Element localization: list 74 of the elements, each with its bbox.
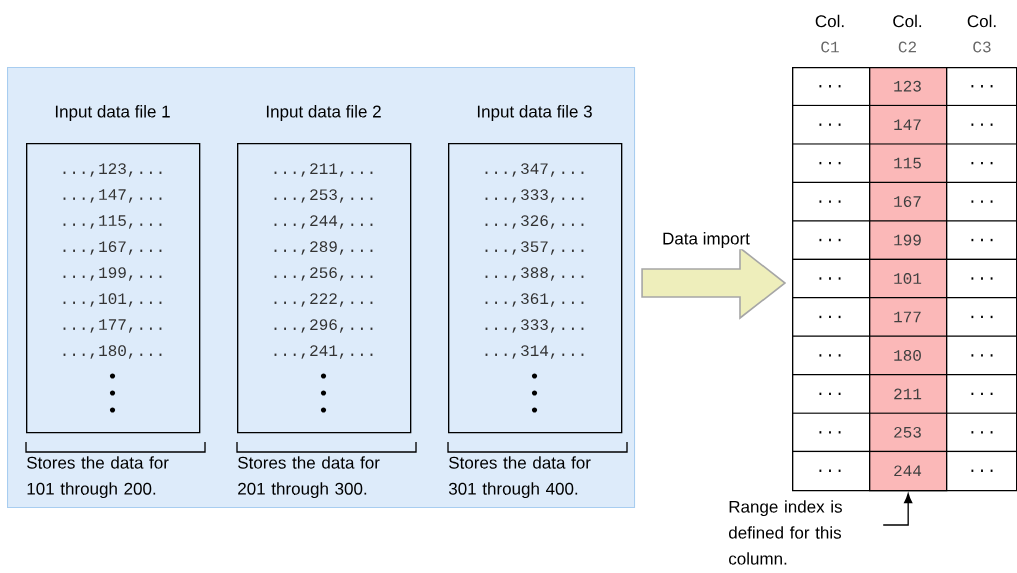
file-title: Input data file 1 (55, 105, 170, 121)
data-line: ...,361,... (485, 293, 584, 307)
table-cell: ... (819, 277, 841, 280)
data-line: ...,256,... (274, 267, 373, 281)
cell-value: 101 (894, 273, 922, 284)
data-line: ...,241,... (274, 345, 373, 359)
table-cell: ... (819, 123, 841, 126)
data-line: ...,222,... (274, 293, 373, 307)
table-cell: ... (819, 431, 841, 434)
leader-line (882, 493, 913, 526)
note-text: Range index is defined for this column. (729, 500, 842, 565)
data-line: ...,244,... (274, 215, 373, 229)
table-cell: ... (971, 277, 993, 280)
cell-value: 253 (894, 426, 921, 438)
table-cell: ... (971, 161, 993, 165)
table-cell: ... (971, 315, 993, 319)
data-line: ...,357,... (485, 241, 584, 255)
table-cell: ... (971, 469, 993, 472)
data-line: ...,347,... (485, 163, 584, 177)
cell-value: 115 (894, 157, 921, 169)
cell-value: 211 (894, 388, 922, 400)
table-cell: ... (971, 354, 993, 357)
table-cell: ... (819, 238, 841, 242)
table-cell: ... (971, 200, 993, 203)
column-header: Col. (893, 14, 922, 28)
table-cell: ... (971, 238, 993, 242)
data-line: ...,177,... (63, 319, 162, 333)
data-line: ...,253,... (274, 189, 373, 203)
range-note: Stores the data for 201 through 300. (238, 456, 380, 499)
cell-value: 177 (894, 311, 921, 323)
table-cell: ... (819, 354, 841, 357)
column-name: C1 (821, 41, 839, 53)
table-cell: ... (819, 392, 841, 396)
table-cell: ... (819, 315, 841, 319)
block-arrow (641, 246, 787, 320)
cell-value: 123 (894, 80, 921, 92)
column-header: Col. (967, 14, 996, 28)
data-line: ...,101,... (63, 293, 162, 307)
data-line: ...,289,... (274, 241, 373, 255)
cell-value: 244 (894, 465, 922, 477)
cell-value: 167 (894, 196, 921, 207)
table-cell: ... (971, 85, 993, 88)
table-cell: ... (819, 469, 841, 472)
data-line: ...,333,... (485, 319, 584, 333)
table-cell: ... (971, 431, 993, 434)
file-title: Input data file 3 (477, 105, 592, 121)
column-name: C2 (898, 41, 916, 53)
table-cell: ... (819, 85, 841, 88)
table-cell: ... (971, 392, 993, 396)
data-line: ...,180,... (63, 345, 162, 359)
cell-value: 147 (894, 119, 921, 130)
data-line: ...,115,... (63, 215, 162, 229)
range-note: Stores the data for 101 through 200. (27, 456, 169, 499)
panel-background (7, 67, 636, 509)
data-line: ...,123,... (63, 163, 162, 177)
table-cell: ... (971, 123, 993, 126)
data-line: ...,147,... (63, 189, 162, 203)
range-note: Stores the data for 301 through 400. (448, 456, 591, 499)
cell-value: 180 (894, 349, 921, 361)
data-line: ...,199,... (63, 267, 162, 281)
data-line: ...,333,... (485, 189, 584, 203)
table-cell: ... (819, 200, 841, 203)
column-name: C3 (973, 41, 991, 53)
data-line: ...,167,... (63, 241, 162, 255)
data-line: ...,211,... (274, 163, 373, 177)
cell-value: 199 (894, 234, 921, 246)
data-line: ...,296,... (274, 319, 373, 333)
data-line: ...,314,... (485, 345, 584, 359)
table-cell: ... (819, 161, 841, 165)
edge-label: Data import (660, 230, 752, 250)
data-line: ...,326,... (485, 215, 584, 229)
file-title: Input data file 2 (266, 105, 381, 121)
column-header: Col. (815, 14, 844, 28)
data-line: ...,388,... (485, 267, 584, 281)
